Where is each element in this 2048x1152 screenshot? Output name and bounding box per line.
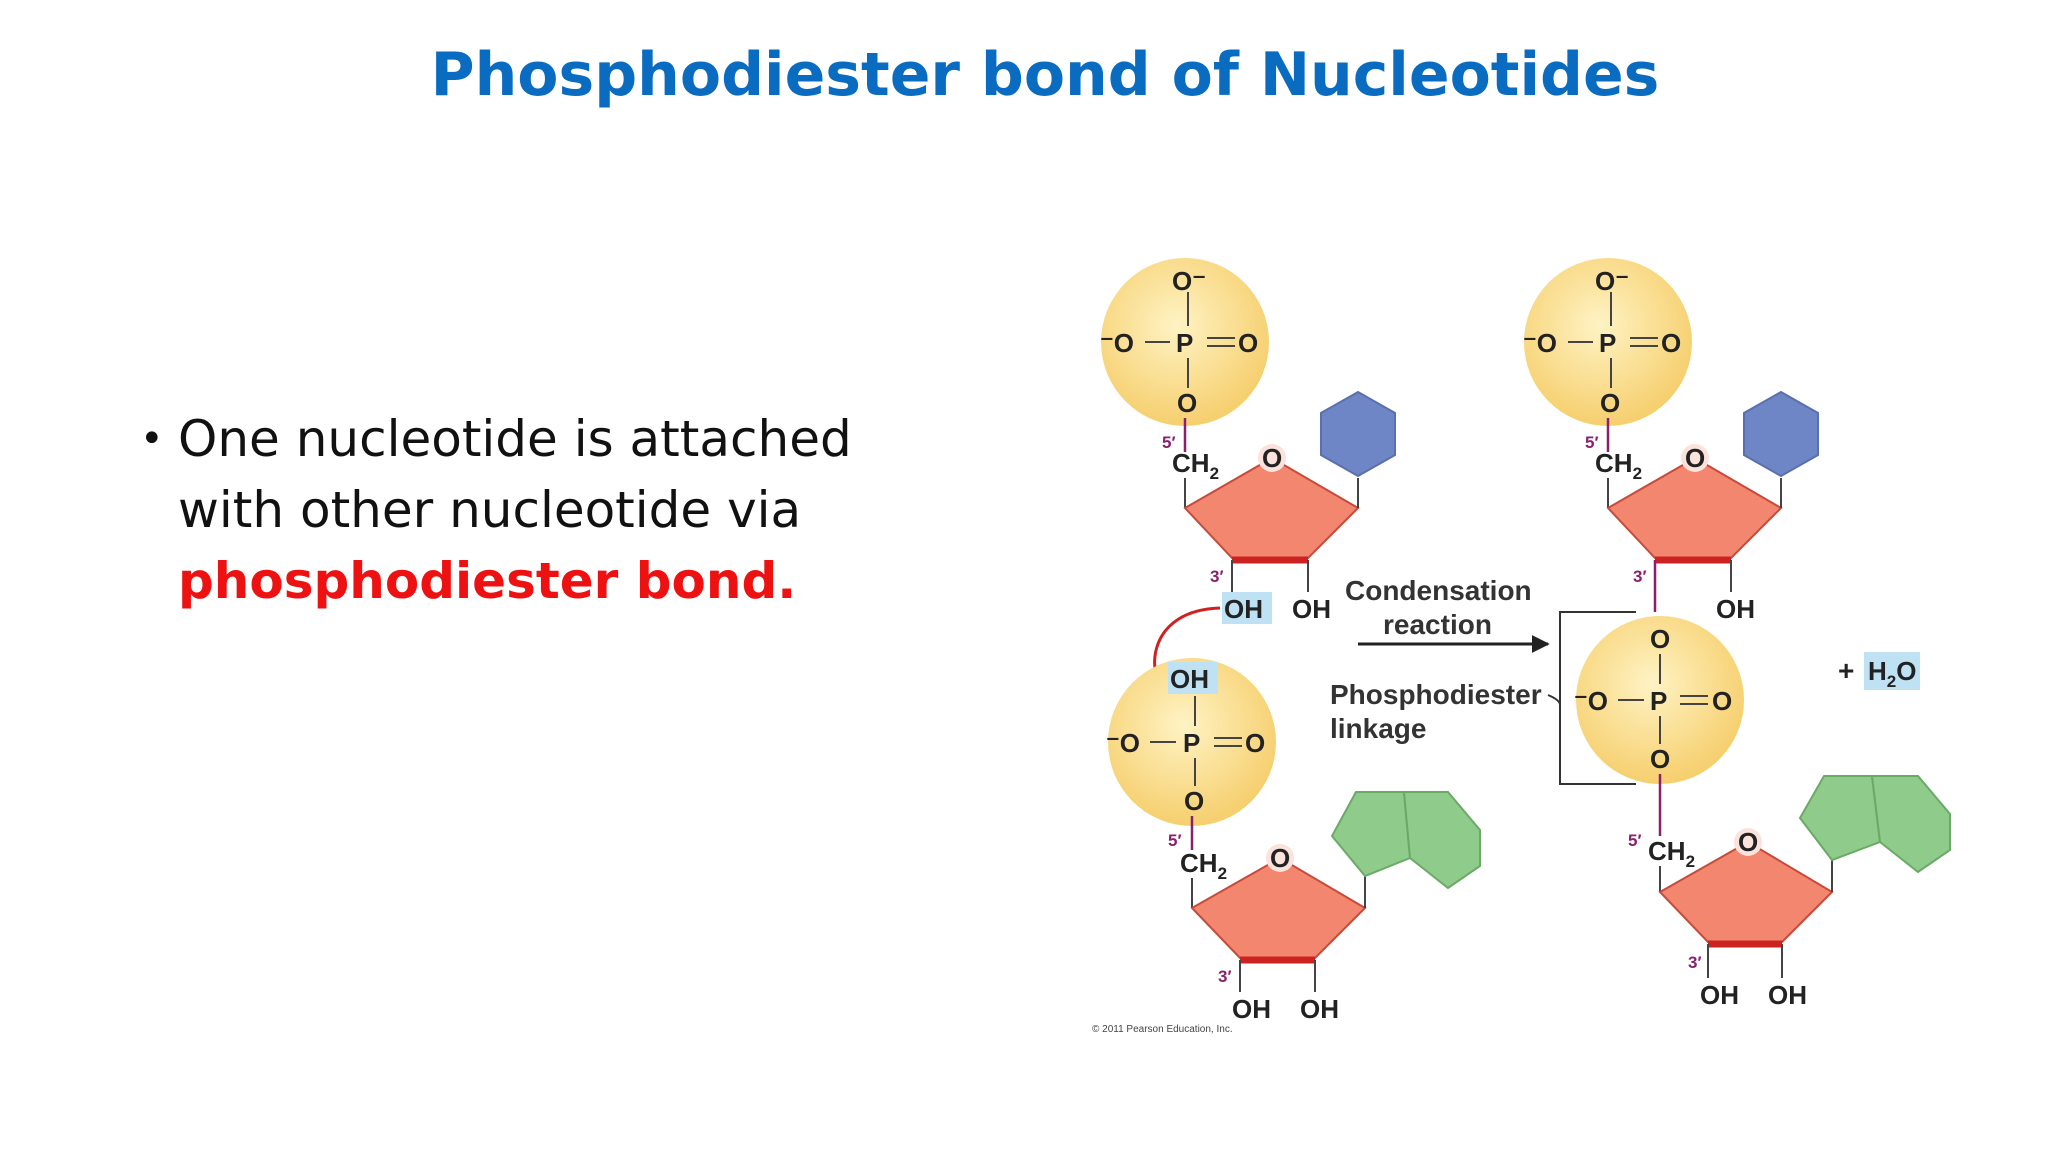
oh-3prime: OH	[1232, 994, 1271, 1024]
ch2-label: CH2	[1180, 848, 1227, 883]
oh-on-phosphate: OH	[1170, 664, 1209, 694]
sugar-ring-bottom	[1658, 840, 1834, 943]
phosphorus: P	[1183, 728, 1200, 758]
phosphorus: P	[1650, 686, 1667, 716]
linkage-label: linkage	[1330, 713, 1426, 744]
prime-3: 3′	[1633, 567, 1647, 586]
phosphodiester-label: Phosphodiester	[1330, 679, 1542, 710]
oh-2prime: OH	[1716, 594, 1755, 624]
o-minus-top: O⁻	[1595, 266, 1629, 296]
o-minus-top: O⁻	[1172, 266, 1206, 296]
prime-5: 5′	[1628, 831, 1642, 850]
o-bottom: O	[1600, 388, 1620, 418]
o-minus-left: ⁻O	[1100, 328, 1134, 358]
nucleotide-left-bottom: OH ⁻O P O O 5′ CH2 O 3′ OH OH	[1106, 658, 1481, 1024]
water-label: H2O	[1868, 656, 1916, 691]
prime-3: 3′	[1210, 567, 1224, 586]
bullet-point: • One nucleotide is attached with other …	[140, 404, 930, 617]
o-double: O	[1712, 686, 1732, 716]
nucleotide-left-top: O⁻ ⁻O P O O 5′ CH2 O 3′ OH OH	[1100, 258, 1396, 624]
ring-oxygen: O	[1738, 827, 1758, 857]
condensation-label: Condensation	[1345, 575, 1532, 606]
ch2-label: CH2	[1595, 448, 1642, 483]
prime-5: 5′	[1585, 433, 1599, 452]
ch2-label: CH2	[1648, 836, 1695, 871]
o-minus-left: ⁻O	[1106, 728, 1140, 758]
ring-oxygen: O	[1685, 443, 1705, 473]
phosphorus: P	[1176, 328, 1193, 358]
pyrimidine-base	[1320, 390, 1396, 478]
oh-3prime: OH	[1700, 980, 1739, 1010]
oh-2prime: OH	[1768, 980, 1807, 1010]
ring-oxygen: O	[1270, 843, 1290, 873]
slide-title: Phosphodiester bond of Nucleotides	[430, 40, 1660, 110]
purine-base-hexagon	[1402, 791, 1481, 890]
plus-sign: +	[1838, 655, 1854, 686]
o-bottom: O	[1184, 786, 1204, 816]
ch2-label: CH2	[1172, 448, 1219, 483]
phosphate-circle-linkage	[1576, 616, 1744, 784]
pyrimidine-base	[1743, 390, 1819, 478]
prime-3: 3′	[1218, 967, 1232, 986]
bullet-text: One nucleotide is attached with other nu…	[178, 404, 930, 617]
o-linkage-top: O	[1650, 624, 1670, 654]
o-double: O	[1245, 728, 1265, 758]
sugar-ring	[1190, 856, 1367, 959]
copyright-text: © 2011 Pearson Education, Inc.	[1092, 1024, 1233, 1035]
o-linkage-bottom: O	[1650, 744, 1670, 774]
bullet-body: One nucleotide is attached with other nu…	[178, 410, 852, 539]
purine-base-pentagon	[1330, 791, 1412, 878]
prime-3: 3′	[1688, 953, 1702, 972]
phosphate-circle	[1101, 258, 1269, 426]
bullet-emphasis: phosphodiester bond.	[178, 552, 797, 610]
purine-base-pentagon	[1798, 775, 1882, 862]
bullet-dot-icon: •	[140, 416, 164, 462]
phosphorus: P	[1599, 328, 1616, 358]
oh-2prime: OH	[1292, 594, 1331, 624]
purine-base-hexagon	[1870, 775, 1951, 874]
oh-3prime-highlight: OH	[1224, 594, 1263, 624]
prime-5: 5′	[1168, 831, 1182, 850]
reaction-label: reaction	[1383, 609, 1492, 640]
o-double: O	[1238, 328, 1258, 358]
o-double: O	[1661, 328, 1681, 358]
oh-2prime: OH	[1300, 994, 1339, 1024]
sugar-ring-top	[1606, 456, 1783, 559]
o-bottom: O	[1177, 388, 1197, 418]
prime-5: 5′	[1162, 433, 1176, 452]
linkage-bracket	[1559, 611, 1636, 785]
o-minus-left: ⁻O	[1574, 686, 1608, 716]
o-minus-left: ⁻O	[1523, 328, 1557, 358]
phosphate-circle	[1108, 658, 1276, 826]
phosphate-circle-top	[1524, 258, 1692, 426]
sugar-ring	[1183, 456, 1360, 559]
dinucleotide-product: O⁻ ⁻O P O O 5′ CH2 O 3′ OH O ⁻O P O O 5′…	[1523, 258, 1951, 1010]
ring-oxygen: O	[1262, 443, 1282, 473]
